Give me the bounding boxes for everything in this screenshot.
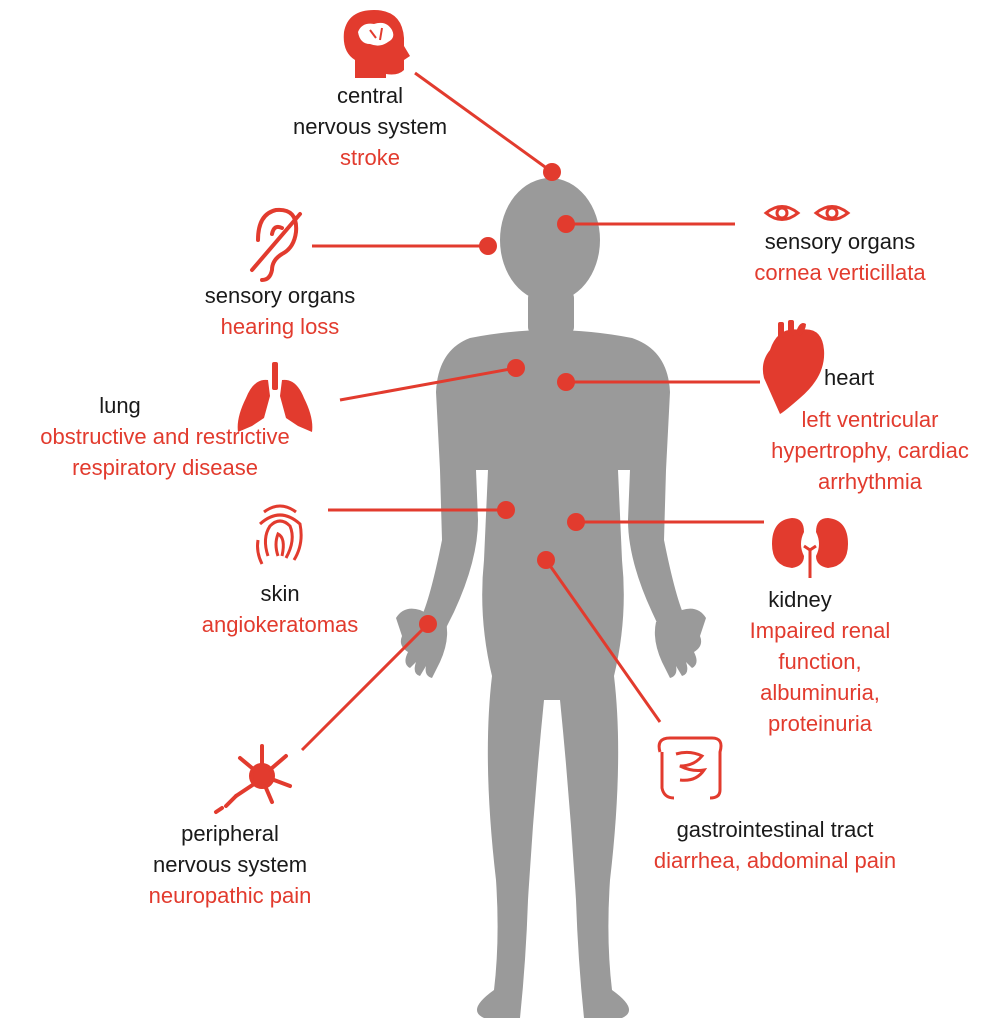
dot-kidney [567, 513, 585, 531]
dot-ear [479, 237, 497, 255]
connector-pns [302, 624, 428, 750]
label-skin: skin angiokeratomas [170, 578, 390, 640]
kidneys-icon [772, 518, 848, 578]
lung-condition-line2: respiratory disease [0, 452, 330, 483]
dot-cns [543, 163, 561, 181]
dot-gi [537, 551, 555, 569]
gi-condition: diarrhea, abdominal pain [620, 845, 930, 876]
label-heart-organ: heart [824, 362, 894, 393]
label-cns: central nervous system stroke [290, 80, 450, 173]
pns-organ-line2: nervous system [110, 849, 350, 880]
kidney-condition-line2: function, [720, 646, 920, 677]
pns-condition: neuropathic pain [110, 880, 350, 911]
heart-icon [763, 320, 824, 414]
ear-organ: sensory organs [170, 280, 390, 311]
ear-condition: hearing loss [170, 311, 390, 342]
kidney-organ: kidney [720, 584, 920, 615]
kidney-condition-line4: proteinuria [720, 708, 920, 739]
dot-skin [497, 501, 515, 519]
label-lung: lung obstructive and restrictive respira… [0, 390, 330, 483]
lung-organ: lung [0, 390, 330, 421]
eye-condition: cornea verticillata [720, 257, 960, 288]
label-pns: peripheral nervous system neuropathic pa… [110, 818, 350, 911]
label-gi: gastrointestinal tract diarrhea, abdomin… [620, 814, 930, 876]
label-ear: sensory organs hearing loss [170, 280, 390, 342]
dot-eye [557, 215, 575, 233]
dot-pns [419, 615, 437, 633]
heart-condition-line3: arrhythmia [754, 466, 986, 497]
dot-lung [507, 359, 525, 377]
cns-organ-line1: central [290, 80, 450, 111]
dot-heart [557, 373, 575, 391]
label-heart: left ventricular hypertrophy, cardiac ar… [754, 404, 986, 497]
fingerprint-icon [258, 506, 302, 564]
intestine-icon [659, 738, 721, 798]
brain-head-icon [344, 10, 410, 78]
gi-organ: gastrointestinal tract [620, 814, 930, 845]
heart-condition-line1: left ventricular [754, 404, 986, 435]
kidney-condition-line1: Impaired renal [720, 615, 920, 646]
eyes-icon [766, 207, 848, 220]
eye-organ: sensory organs [720, 226, 960, 257]
heart-condition-line2: hypertrophy, cardiac [754, 435, 986, 466]
pns-organ-line1: peripheral [110, 818, 350, 849]
hearing-loss-icon [252, 210, 300, 280]
neuron-icon [216, 746, 290, 812]
skin-condition: angiokeratomas [170, 609, 390, 640]
label-kidney: kidney Impaired renal function, albuminu… [720, 584, 920, 739]
kidney-condition-line3: albuminuria, [720, 677, 920, 708]
label-eye: sensory organs cornea verticillata [720, 226, 960, 288]
heart-organ: heart [824, 362, 894, 393]
lung-condition-line1: obstructive and restrictive [0, 421, 330, 452]
skin-organ: skin [170, 578, 390, 609]
human-body-silhouette [396, 178, 706, 1018]
cns-organ-line2: nervous system [290, 111, 450, 142]
cns-condition: stroke [290, 142, 450, 173]
